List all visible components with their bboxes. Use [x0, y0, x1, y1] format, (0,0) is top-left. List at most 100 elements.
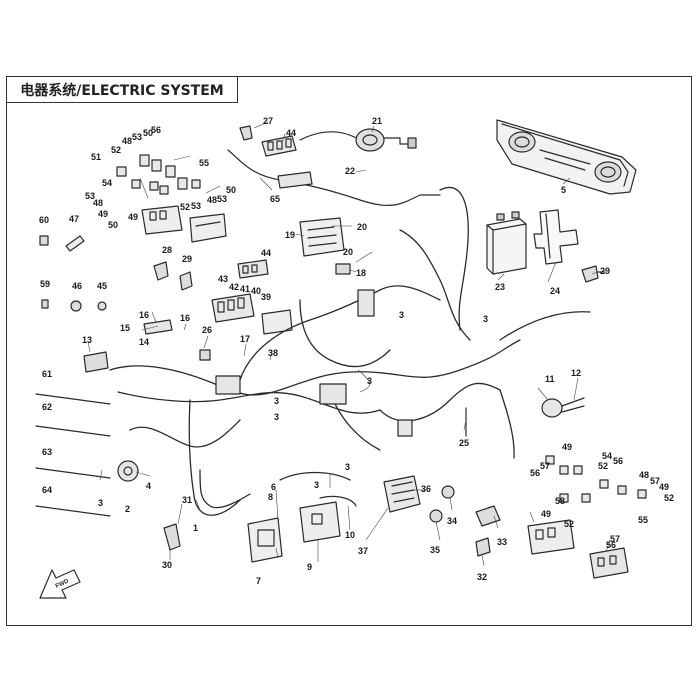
callout-65: 65: [270, 194, 280, 204]
callout-34: 34: [447, 516, 457, 526]
sensor-part-30: [163, 523, 181, 551]
callout-6: 6: [271, 482, 276, 492]
callout-3-h: 3: [314, 480, 319, 490]
switch-part-35: [429, 509, 443, 523]
callout-44-top: 44: [286, 128, 296, 138]
relay-group-top-left: [116, 154, 201, 195]
cable-tie-part-62: [35, 425, 111, 437]
callout-45: 45: [97, 281, 107, 291]
callout-3-g: 3: [345, 462, 350, 472]
callout-29-left: 29: [182, 254, 192, 264]
callout-14: 14: [139, 337, 149, 347]
callout-49-d: 49: [541, 509, 551, 519]
callout-49-a: 49: [98, 209, 108, 219]
regulator-part-36: [383, 475, 421, 513]
callout-49-e: 49: [659, 482, 669, 492]
fuse-part-47: [65, 235, 85, 252]
callout-40: 40: [251, 286, 261, 296]
callout-30: 30: [162, 560, 172, 570]
callout-46: 46: [72, 281, 82, 291]
callout-4: 4: [146, 481, 151, 491]
callout-48-a: 48: [122, 136, 132, 146]
junction-block-on-harness: [319, 383, 347, 405]
callout-28: 28: [162, 245, 172, 255]
relay-block-on-harness: [215, 375, 241, 395]
instrument-cluster-part-5: [496, 119, 637, 195]
callout-26: 26: [202, 325, 212, 335]
fuse-box-left: [141, 205, 183, 235]
fuse-block-part-39-43: [211, 293, 255, 323]
callout-44-mid: 44: [261, 248, 271, 258]
callout-49-c: 49: [562, 442, 572, 452]
callout-labels: 1 2 3 4 5 6 7 8 9 10 11 12 13 14 15 16 1…: [39, 116, 674, 590]
fwd-label: FWD: [55, 578, 71, 589]
module-part-9: [299, 501, 341, 543]
callout-21: 21: [372, 116, 382, 126]
callout-20a: 20: [357, 222, 367, 232]
callout-2: 2: [125, 504, 130, 514]
callout-52-a: 52: [111, 145, 121, 155]
fwd-direction-arrow: [39, 569, 81, 599]
callout-50-b: 50: [108, 220, 118, 230]
callout-3: 3: [98, 498, 103, 508]
callout-50-a: 50: [143, 128, 153, 138]
callout-39: 39: [261, 292, 271, 302]
callout-3-b: 3: [399, 310, 404, 320]
switch-part-34: [441, 485, 455, 499]
cable-tie-part-64: [35, 505, 111, 517]
callout-48-c: 48: [207, 195, 217, 205]
callout-3-d: 3: [367, 376, 372, 386]
clip-part-45: [97, 301, 107, 311]
callout-56-b: 56: [530, 468, 540, 478]
fuse-strip-part-44-middle: [237, 259, 269, 279]
callout-56-d: 56: [606, 540, 616, 550]
callout-50-c: 50: [226, 185, 236, 195]
callout-15: 15: [120, 323, 130, 333]
plug-on-harness: [397, 419, 413, 437]
callout-61: 61: [42, 369, 52, 379]
callout-36: 36: [421, 484, 431, 494]
callout-17: 17: [240, 334, 250, 344]
callout-47: 47: [69, 214, 79, 224]
callout-42: 42: [229, 282, 239, 292]
callout-35: 35: [430, 545, 440, 555]
callout-37: 37: [358, 546, 368, 556]
callout-53-c: 53: [191, 201, 201, 211]
diagram-frame: [6, 76, 692, 626]
callout-53-b: 53: [85, 191, 95, 201]
callout-63: 63: [42, 447, 52, 457]
fuse-strip-part-44-top: [261, 135, 297, 157]
connector-part-26: [199, 349, 211, 361]
callout-60: 60: [39, 215, 49, 225]
callout-59: 59: [40, 279, 50, 289]
connector-part-28: [153, 261, 169, 281]
fuse-box-part-53: [189, 213, 227, 243]
callout-18: 18: [356, 268, 366, 278]
callout-55-a: 55: [199, 158, 209, 168]
callout-13: 13: [82, 335, 92, 345]
connector-part-14: [143, 319, 173, 335]
callout-55-b: 55: [638, 515, 648, 525]
callout-3-f: 3: [274, 412, 279, 422]
callout-43: 43: [218, 274, 228, 284]
callout-33: 33: [497, 537, 507, 547]
callout-64: 64: [42, 485, 52, 495]
horn-part-2: [117, 460, 139, 482]
callout-25: 25: [459, 438, 469, 448]
callout-27: 27: [263, 116, 273, 126]
callout-31: 31: [182, 495, 192, 505]
callout-52-b: 52: [180, 202, 190, 212]
callout-48-d: 48: [639, 470, 649, 480]
callout-22: 22: [345, 166, 355, 176]
relay-box-part-56: [589, 547, 629, 579]
callout-48-b: 48: [93, 198, 103, 208]
callout-1: 1: [193, 523, 198, 533]
control-box-part-19: [299, 217, 345, 257]
main-harness-part-1: [109, 186, 591, 516]
callout-53-d: 53: [217, 194, 227, 204]
sensor-part-27: [239, 125, 253, 141]
callout-58: 58: [555, 496, 565, 506]
sensor-part-21: [299, 128, 417, 152]
